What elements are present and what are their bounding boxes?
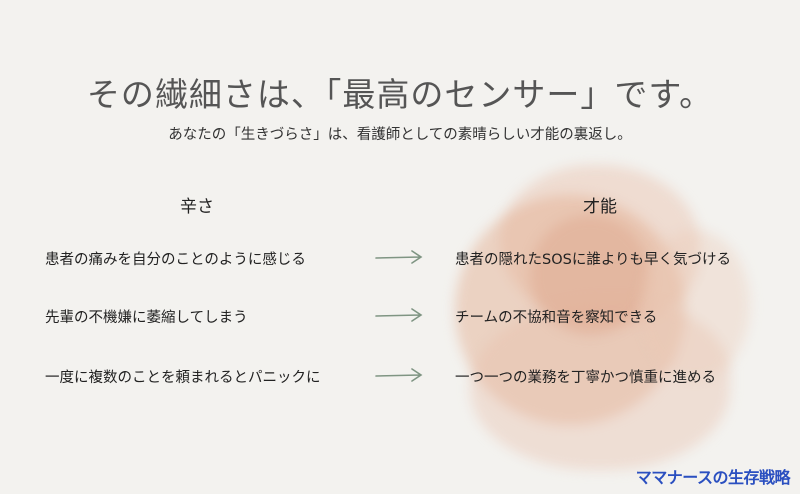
page-title: その繊細さは、「最高のセンサー」です。 (86, 75, 714, 114)
page-subtitle: あなたの「生きづらさ」は、看護師としての素晴らしい才能の裏返し。 (168, 127, 632, 143)
watercolor-blob (640, 230, 750, 380)
brand-watermark: ママナースの生存戦略 (635, 468, 791, 487)
watercolor-blob (470, 300, 730, 470)
hardship-item: 先輩の不機嫌に萎縮してしまう (45, 310, 248, 326)
arrow-right-icon (375, 368, 423, 382)
watercolor-blob (500, 165, 700, 325)
talent-item: チームの不協和音を察知できる (455, 310, 658, 326)
talent-heading: 才能 (583, 197, 617, 217)
hardship-item: 患者の痛みを自分のことのように感じる (45, 252, 306, 268)
arrow-right-icon (375, 250, 423, 264)
talent-item: 一つ一つの業務を丁寧かつ慎重に進める (455, 370, 716, 386)
talent-item: 患者の隠れたSOSに誰よりも早く気づける (455, 252, 732, 268)
watercolor-blob (455, 195, 685, 425)
hardship-heading: 辛さ (180, 197, 214, 217)
watercolor-blob (530, 215, 650, 335)
hardship-item: 一度に複数のことを頼まれるとパニックに (45, 370, 321, 386)
arrow-right-icon (375, 308, 423, 322)
